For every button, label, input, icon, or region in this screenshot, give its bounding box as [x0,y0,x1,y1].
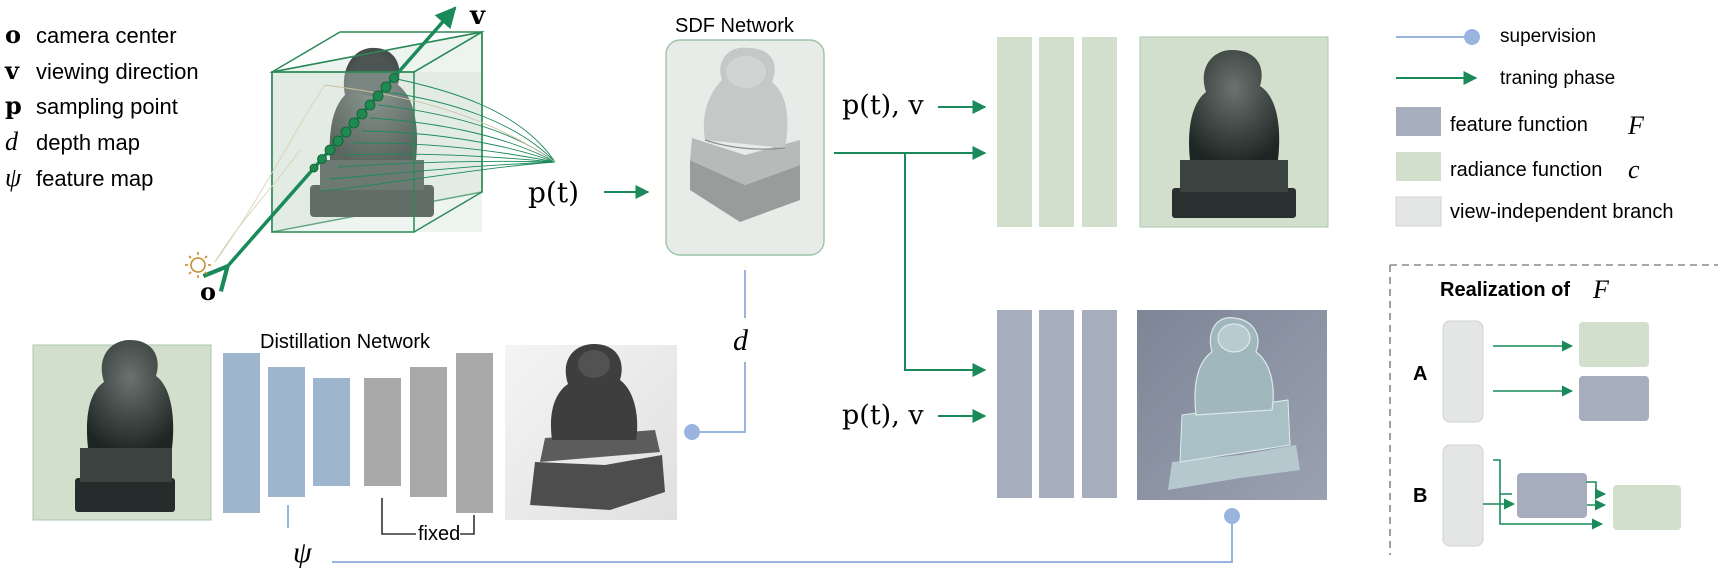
radiance-swatch [1396,152,1441,181]
realization-a-feature [1579,376,1649,421]
legend-item-sampling-point: p sampling point [5,91,178,120]
legend-item-camera-center: o camera center [5,20,177,49]
depth-label: d [733,324,749,357]
legend-label-depth-map: depth map [36,130,140,155]
radiance-layer-2 [1039,37,1074,227]
realization-a [1442,320,1649,423]
psi-supervision-line [332,524,1233,563]
legend-item-viewing-direction: v viewing direction [4,56,199,85]
psi-label: ψ [293,536,313,568]
feature-layer-2 [1039,310,1074,498]
legend-radiance-label: radiance function [1450,159,1602,181]
sdf-to-branches-arrows [834,146,987,377]
decoder-layer-1 [364,378,401,486]
sdf-mesh-render [690,47,800,222]
realization-b-shared-branch [1442,444,1484,547]
legend-symbol-p: p [5,91,22,120]
sdf-network-title: SDF Network [675,15,795,37]
feature-output-render [1137,310,1327,500]
feature-branch [997,310,1117,498]
depth-map-image [505,344,677,520]
encoder-layer-1 [223,353,260,513]
realization-b [1442,444,1681,547]
legend-supervision-label: supervision [1500,26,1596,47]
legend-right: supervision traning phase feature functi… [1395,26,1674,227]
legend-label-viewing-direction: viewing direction [36,59,199,84]
legend-item-depth-map: d depth map [5,127,140,156]
fixed-label: fixed [418,523,460,545]
view-direction-label: v [469,1,486,31]
fixed-bracket [381,498,416,535]
sampling-point-label: p(t) [528,176,579,209]
scene-3d: o v [185,1,556,306]
distillation-decoder [364,353,493,513]
sample-points [309,73,399,173]
legend-view-independent-label: view-independent branch [1450,201,1674,223]
legend-item-feature-map: ψ feature map [5,163,153,192]
legend-feature-label: feature function [1450,114,1588,136]
legend-label-sampling-point: sampling point [36,94,178,119]
realization-label-b: B [1413,485,1427,507]
legend-feature-symbol: F [1627,111,1645,140]
realization-b-feature [1517,473,1587,518]
realization-label-a: A [1413,363,1427,385]
legend-training-label: traning phase [1500,68,1615,89]
decoder-layer-2 [410,367,447,497]
legend-label-camera-center: camera center [36,23,177,48]
bottom-branch-input-label: p(t), v [842,400,924,431]
realization-panel: Realization of F A B [1389,264,1718,555]
realization-a-radiance [1579,322,1649,367]
distillation-network-title: Distillation Network [260,331,431,353]
radiance-layer-1 [997,37,1032,227]
top-branch-input-label: p(t), v [842,90,924,121]
encoder-layer-2 [268,367,305,497]
realization-title: Realization of [1440,279,1570,301]
realization-b-radiance [1613,485,1681,530]
legend-symbol-psi: ψ [5,163,22,192]
sdf-network: SDF Network [665,15,825,256]
legend-view-independent: view-independent branch [1395,196,1674,227]
legend-symbol-d: d [5,127,19,156]
legend-symbol-o: o [5,20,21,49]
feature-supervision-dot [1224,508,1240,524]
realization-a-shared-branch [1442,320,1484,423]
fixed-bracket-right [460,515,475,535]
supervision-dot-icon [1464,29,1480,45]
legend-training: traning phase [1396,68,1615,89]
feature-layer-3 [1082,310,1117,498]
legend-radiance: radiance function c [1396,152,1640,184]
legend-label-feature-map: feature map [36,166,153,191]
distillation-encoder [223,353,350,513]
realization-title-symbol: F [1592,275,1610,304]
feature-swatch [1396,107,1441,136]
legend-radiance-symbol: c [1628,155,1640,184]
view-independent-swatch [1395,196,1442,227]
legend-left: o camera center v viewing direction p sa… [4,20,199,192]
encoder-layer-3 [313,378,350,486]
light-source-icon [185,252,211,278]
legend-symbol-v: v [4,56,20,85]
depth-supervision-dot [684,424,700,440]
distillation-input-image [32,340,212,521]
feature-layer-1 [997,310,1032,498]
camera-center-label: o [200,277,216,306]
radiance-output-render [1139,36,1329,228]
legend-feature: feature function F [1396,107,1645,140]
legend-supervision: supervision [1396,26,1596,47]
decoder-layer-3 [456,353,493,513]
radiance-branch [997,37,1117,227]
radiance-layer-3 [1082,37,1117,227]
depth-supervision-line [692,362,746,433]
